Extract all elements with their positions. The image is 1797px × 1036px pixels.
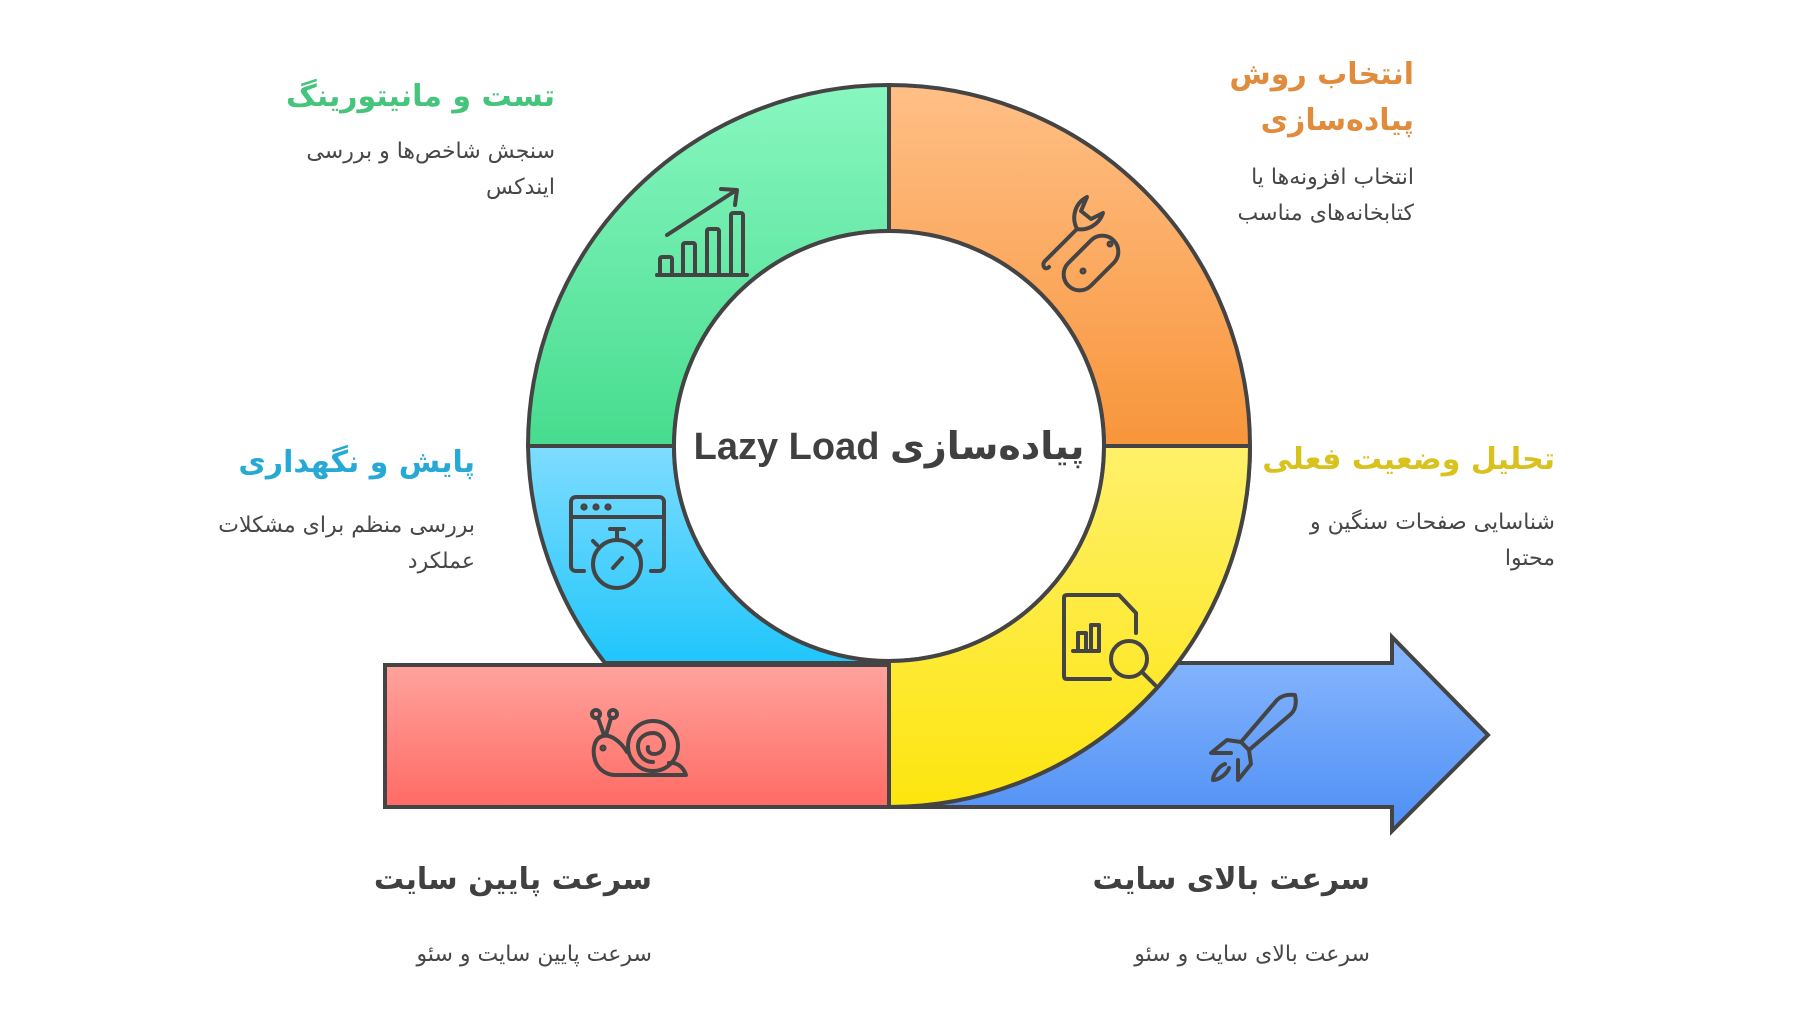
outcome-high-description: سرعت بالای سایت و سئو xyxy=(1134,942,1370,967)
step-test-title: تست و مانیتورینگ xyxy=(286,79,555,114)
outcome-low-description: سرعت پایین سایت و سئو xyxy=(416,942,652,967)
step-choose-description: انتخاب افزونه‌ها یا کتابخانه‌های مناسب xyxy=(1237,165,1414,226)
document-search-icon xyxy=(1062,593,1157,687)
tools-icon xyxy=(1041,195,1121,293)
growth-chart-icon xyxy=(655,187,749,277)
step-maintain-title: پایش و نگهداری xyxy=(238,445,475,480)
step-test-description: سنجش شاخص‌ها و بررسی ایندکس xyxy=(306,139,555,200)
center-title: Lazy Load پیاده‌سازی xyxy=(693,426,1085,468)
step-maintain-description: بررسی منظم برای مشکلات عملکرد xyxy=(218,513,475,574)
snail-icon xyxy=(590,708,688,777)
outcome-high-title: سرعت بالای سایت xyxy=(1092,862,1370,897)
step-analyze-label: تحلیل وضعیت فعلی شناسایی صفحات سنگین و م… xyxy=(1262,437,1555,577)
browser-stopwatch-icon xyxy=(569,495,666,590)
step-choose-label: انتخاب روش پیاده‌سازی انتخاب افزونه‌ها ی… xyxy=(1224,52,1414,232)
outcome-high-label: سرعت بالای سایت سرعت بالای سایت و سئو xyxy=(1070,857,1370,973)
step-choose-title: انتخاب روش پیاده‌سازی xyxy=(1229,57,1414,138)
outcome-low-title: سرعت پایین سایت xyxy=(373,862,652,897)
step-test-label: تست و مانیتورینگ سنجش شاخص‌ها و بررسی ای… xyxy=(255,74,555,206)
rocket-icon xyxy=(1209,692,1298,782)
outcome-low-label: سرعت پایین سایت سرعت پایین سایت و سئو xyxy=(352,857,652,973)
step-analyze-description: شناسایی صفحات سنگین و محتوا xyxy=(1309,510,1555,571)
low-speed-bar xyxy=(383,663,891,809)
step-maintain-label: پایش و نگهداری بررسی منظم برای مشکلات عم… xyxy=(175,440,475,580)
step-analyze-title: تحلیل وضعیت فعلی xyxy=(1262,442,1555,477)
